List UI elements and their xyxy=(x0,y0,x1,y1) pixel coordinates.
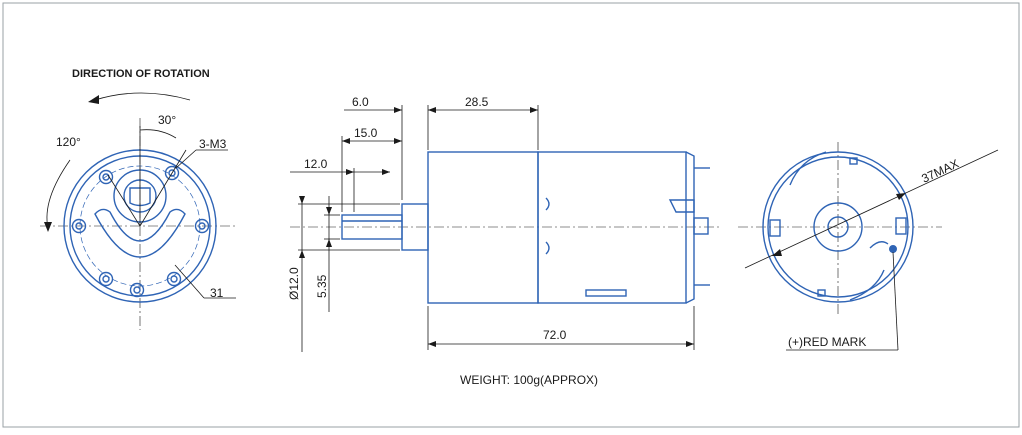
dim-line-37max xyxy=(744,149,999,269)
arrow xyxy=(772,249,782,256)
dim-28-5-label: 28.5 xyxy=(465,95,489,109)
mounting-hole-core xyxy=(133,286,141,294)
d-shaft-profile xyxy=(129,187,151,207)
arrow xyxy=(896,193,906,200)
mounting-hole-core xyxy=(170,275,178,283)
vent-mark xyxy=(545,241,550,255)
mounting-hole xyxy=(194,218,210,234)
bearing-housing xyxy=(813,202,863,252)
notch-top xyxy=(849,157,858,165)
motor-rear-outer xyxy=(762,151,914,303)
mounting-hole-core xyxy=(168,169,176,177)
angle-arc-30 xyxy=(139,129,177,139)
rotation-arrow-arc xyxy=(94,92,191,101)
arrow xyxy=(394,138,402,144)
motor-rear-view: 37MAX (+)RED MARK xyxy=(738,142,999,351)
dim-15-label: 15.0 xyxy=(354,126,378,140)
vent-mark xyxy=(545,197,550,211)
mounting-holes xyxy=(71,165,210,298)
mounting-hole-core xyxy=(198,222,206,230)
arrow xyxy=(382,169,390,175)
rear-bushing xyxy=(693,217,709,235)
direction-of-rotation-title: DIRECTION OF ROTATION xyxy=(72,68,210,80)
holes-label: 3-M3 xyxy=(199,137,227,151)
rear-shaft xyxy=(827,216,849,238)
red-mark-slot xyxy=(869,241,889,249)
mounting-hole xyxy=(98,271,114,287)
brush-slot-arc xyxy=(789,151,827,186)
notch-bottom xyxy=(817,289,826,297)
terminal-tab xyxy=(668,199,695,213)
crescent-groove xyxy=(94,208,186,258)
motor-side-view: 6.0 28.5 15.0 12.0 Ø12.0 5.35 xyxy=(287,95,720,387)
dim-6-label: 6.0 xyxy=(352,95,369,109)
dim-12-label: 12.0 xyxy=(304,157,328,171)
mounting-hole xyxy=(166,271,182,287)
mounting-hole-core xyxy=(75,222,83,230)
drawing-frame xyxy=(2,2,1020,428)
arrow xyxy=(326,207,332,215)
pcd-leader xyxy=(174,264,205,299)
dim-72-label: 72.0 xyxy=(543,328,567,342)
arrow xyxy=(342,138,350,144)
red-mark-dot xyxy=(889,245,897,253)
angle-120-label: 120° xyxy=(56,135,81,149)
mounting-hole xyxy=(164,165,180,181)
rotation-arrow-head xyxy=(88,95,99,104)
terminal-slot-left xyxy=(769,219,781,237)
weight-label: WEIGHT: 100g(APPROX) xyxy=(460,373,598,387)
mounting-hole xyxy=(98,169,114,185)
arrow xyxy=(346,169,354,175)
red-mark-leader xyxy=(892,251,899,351)
arrow xyxy=(530,107,538,113)
arrow xyxy=(428,341,436,347)
motor-body xyxy=(537,151,687,304)
arrow xyxy=(299,196,305,204)
pcd-label: 31 xyxy=(210,286,224,300)
arrow xyxy=(686,341,694,347)
terminal-slot-right xyxy=(895,217,907,235)
gearbox-front-view: DIRECTION OF ROTATION xyxy=(40,68,236,330)
red-mark-label: (+)RED MARK xyxy=(788,335,866,349)
angle-arc-120-arrow xyxy=(44,222,52,232)
motor-label-slot xyxy=(585,289,627,297)
mounting-hole xyxy=(129,282,145,298)
dim-5-35-label: 5.35 xyxy=(315,274,329,298)
arrow xyxy=(394,107,402,113)
angle-line-30 xyxy=(139,149,187,227)
angle-line-120 xyxy=(107,174,141,227)
holes-leader xyxy=(175,149,197,169)
motor-rear-inner xyxy=(767,156,909,298)
mounting-hole-core xyxy=(102,275,110,283)
angle-30-label: 30° xyxy=(158,113,176,127)
dim-dia12-label: Ø12.0 xyxy=(287,267,301,300)
arrow xyxy=(326,239,332,247)
brush-slot-arc xyxy=(849,269,885,301)
arrow xyxy=(299,250,305,258)
mounting-hole xyxy=(71,218,87,234)
